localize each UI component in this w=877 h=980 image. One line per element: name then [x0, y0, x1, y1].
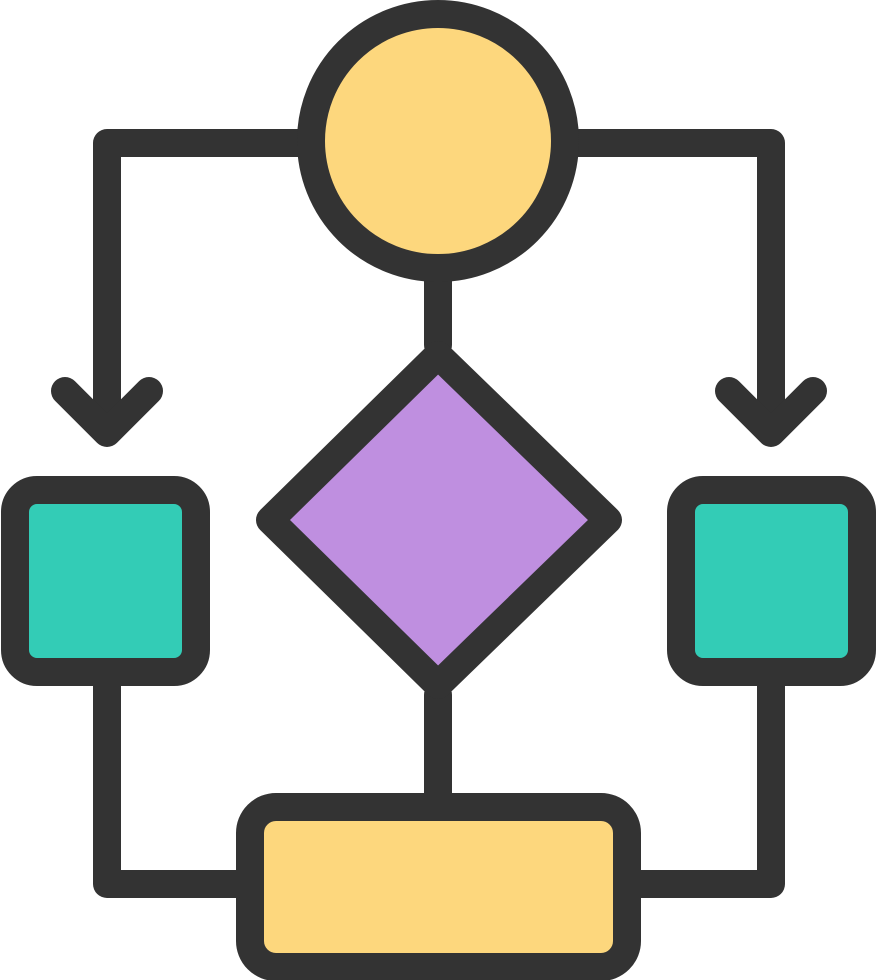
arrow-left-head — [51, 377, 163, 447]
connector-right-arrow-line — [563, 129, 785, 439]
process-box-right — [667, 476, 876, 686]
arrow-right-head — [715, 377, 827, 447]
start-circle — [297, 0, 579, 282]
connector-left-arrow-line — [93, 129, 314, 439]
connector-left-box-to-bottom — [93, 670, 264, 898]
connector-right-box-to-bottom — [613, 670, 785, 898]
decision-diamond — [256, 341, 622, 699]
process-box-left — [1, 476, 210, 686]
end-box — [236, 793, 641, 980]
